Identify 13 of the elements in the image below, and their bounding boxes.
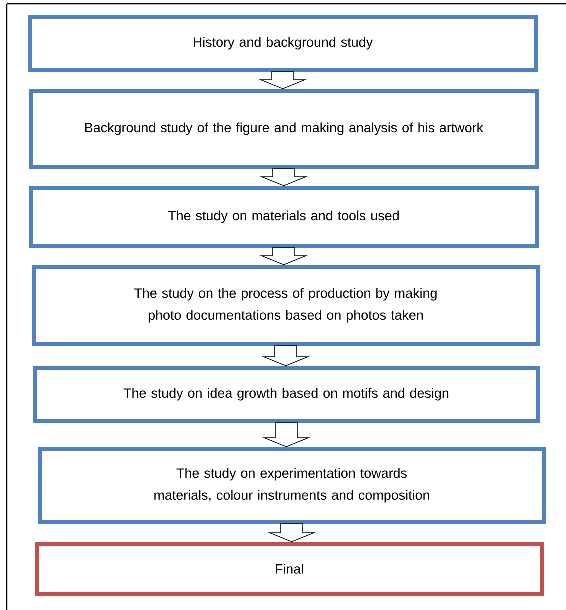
process-box: Background study of the figure and making analysis of his artwork [29,89,539,169]
block-arrow [268,524,316,542]
block-arrow [262,422,311,448]
block-arrow [260,248,308,266]
block-arrow [258,72,308,90]
block-arrow [262,346,310,366]
process-box: The study on experimentation towards materials, colour instruments and composition [38,447,546,524]
process-box: The study on materials and tools used [29,186,539,248]
process-box: The study on the process of production by making photo documentations based on photos taken [32,265,540,346]
process-box: Final [35,542,544,596]
process-box: History and background study [28,15,538,72]
process-box: The study on idea growth based on motifs and design [33,366,540,423]
block-arrow [260,168,308,186]
